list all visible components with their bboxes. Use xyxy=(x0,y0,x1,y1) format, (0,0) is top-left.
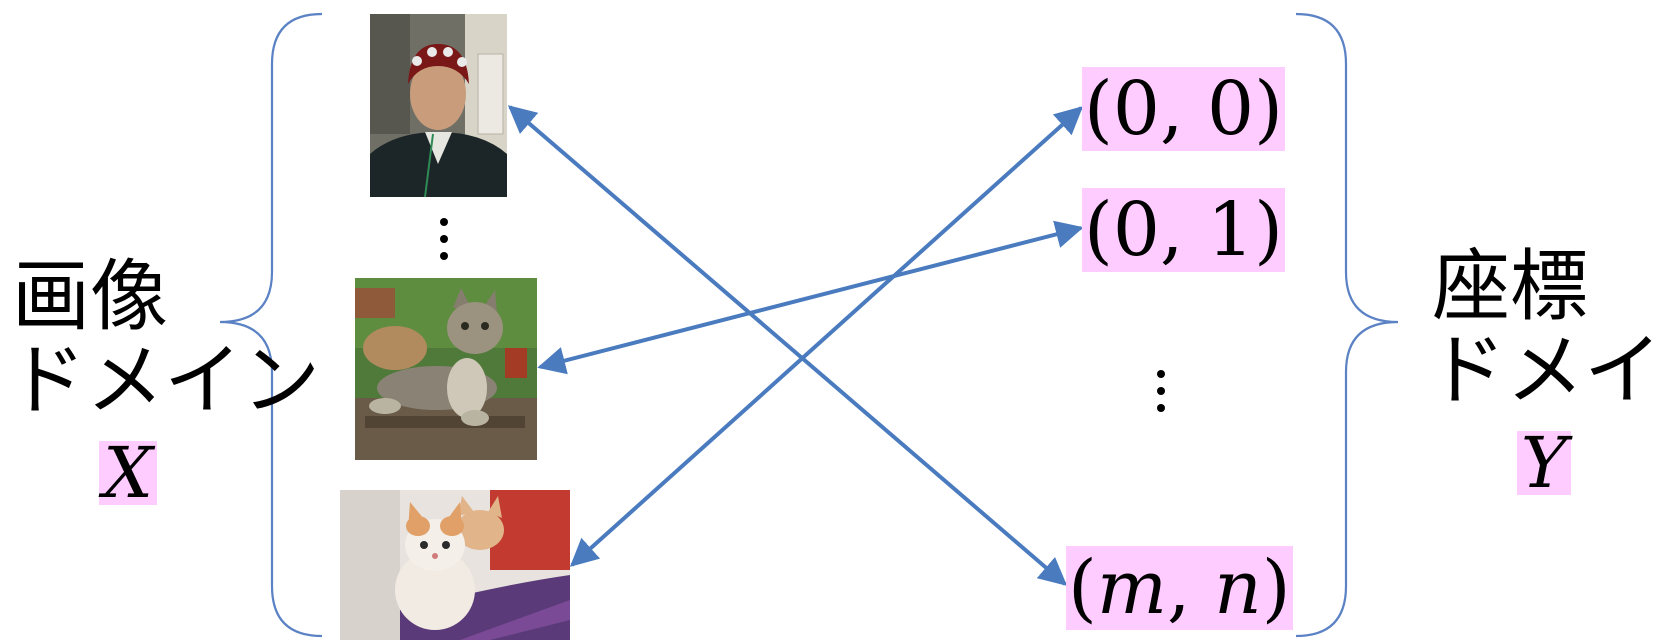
arrow-kittens-to-00 xyxy=(569,106,1084,567)
arrow-cat-to-01 xyxy=(537,220,1084,375)
arrow-person-to-mn xyxy=(507,105,1068,586)
coordinate-domain-label: 座標 ドメイン Y xyxy=(1428,242,1665,503)
coord-m-n-sep: , xyxy=(1167,545,1215,631)
left-brace xyxy=(219,12,323,638)
variable-y: Y xyxy=(1516,428,1572,498)
coordinate-domain-line2: ドメイン xyxy=(1428,326,1665,416)
coord-n: n xyxy=(1214,545,1262,631)
image-domain-line1: 画像 xyxy=(12,252,169,342)
image-domain-label: 画像 ドメイン X xyxy=(8,252,321,513)
vertical-ellipsis-coords xyxy=(1157,370,1167,421)
kittens-icon xyxy=(340,490,570,640)
coord-0-1: (0, 1) xyxy=(1082,187,1285,273)
image-domain-line2: ドメイン xyxy=(8,336,321,426)
cat-photo xyxy=(355,278,537,460)
coord-0-0: (0, 0) xyxy=(1082,66,1285,152)
coord-m-n-close: ) xyxy=(1261,545,1291,631)
coord-m-n: (m, n) xyxy=(1066,546,1293,630)
coord-m-n-open: ( xyxy=(1068,545,1097,631)
coord-m: m xyxy=(1096,545,1168,631)
vertical-ellipsis-images xyxy=(440,218,450,269)
right-brace xyxy=(1295,12,1399,638)
variable-x: X xyxy=(99,438,157,508)
coordinate-domain-line1: 座標 xyxy=(1432,242,1589,332)
person-icon xyxy=(370,14,507,197)
person-photo xyxy=(370,14,507,197)
cat-icon xyxy=(355,278,537,460)
kittens-photo xyxy=(340,490,570,640)
